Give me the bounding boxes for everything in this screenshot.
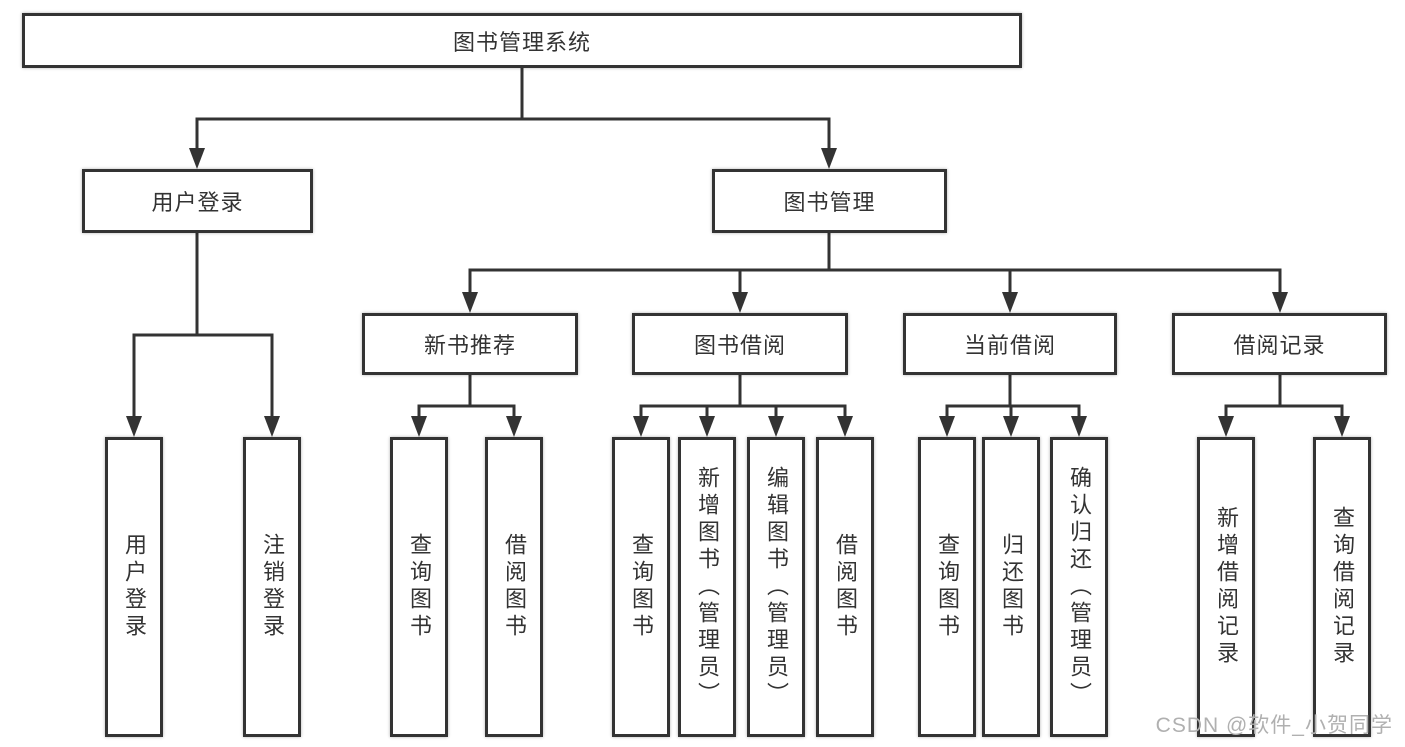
leaf-nb-query-books: 查询图书 [390, 437, 448, 737]
leaf-cb-return-books: 归还图书 [982, 437, 1040, 737]
leaf-bb-query-books: 查询图书 [612, 437, 670, 737]
leaf-logout-login: 注销登录 [243, 437, 301, 737]
node-current-borrowing: 当前借阅 [903, 313, 1117, 375]
node-book-management: 图书管理 [712, 169, 947, 233]
node-user-login: 用户登录 [82, 169, 313, 233]
leaf-br-query-borrow-record: 查询借阅记录 [1313, 437, 1371, 737]
node-new-book-recommend: 新书推荐 [362, 313, 578, 375]
leaf-cb-confirm-return-admin: 确认归还（管理员） [1050, 437, 1108, 737]
leaf-br-add-borrow-record: 新增借阅记录 [1197, 437, 1255, 737]
leaf-bb-edit-books-admin: 编辑图书（管理员） [747, 437, 805, 737]
node-book-borrowing: 图书借阅 [632, 313, 848, 375]
leaf-bb-add-books-admin: 新增图书（管理员） [678, 437, 736, 737]
node-root: 图书管理系统 [22, 13, 1022, 68]
watermark: CSDN @软件_小贺同学 [1155, 714, 1393, 737]
leaf-nb-borrow-books: 借阅图书 [485, 437, 543, 737]
leaf-cb-query-books: 查询图书 [918, 437, 976, 737]
node-borrowing-records: 借阅记录 [1172, 313, 1387, 375]
leaf-user-login: 用户登录 [105, 437, 163, 737]
leaf-bb-borrow-books: 借阅图书 [816, 437, 874, 737]
